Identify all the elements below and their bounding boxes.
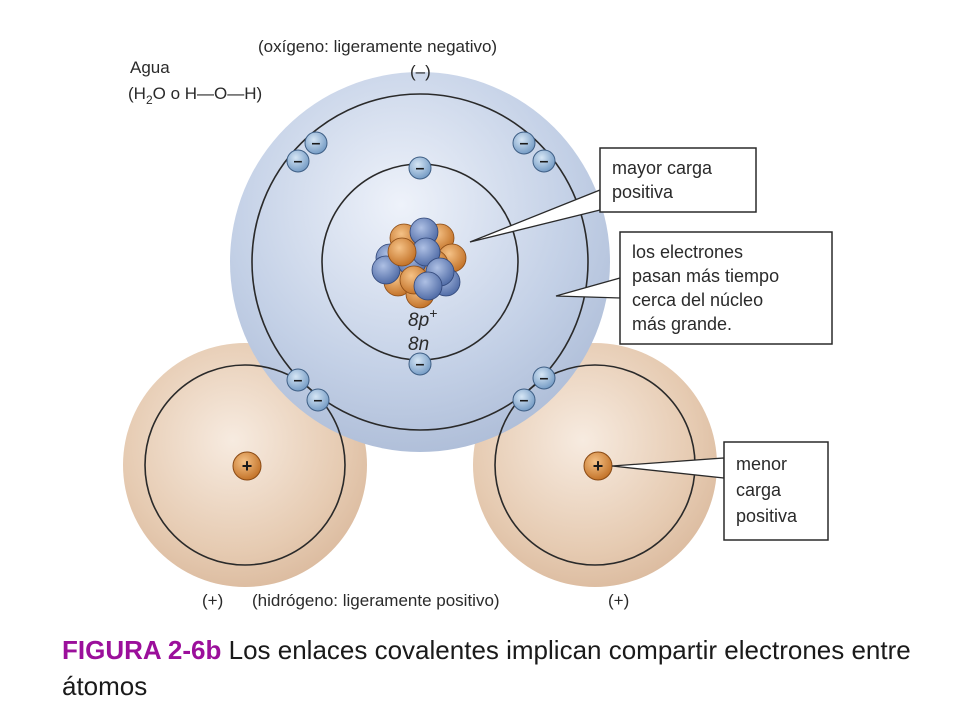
callout-lesser-charge-line-3: positiva — [736, 506, 798, 526]
electron-symbol: – — [294, 372, 303, 389]
water-formula: (H2O o H—O—H) — [128, 84, 262, 107]
electron: – — [306, 388, 330, 412]
electron: – — [532, 366, 556, 390]
electron-symbol: – — [416, 356, 425, 373]
callout-box-greater-charge — [599, 147, 757, 213]
proton-symbol: + — [242, 456, 253, 476]
electron-symbol: – — [520, 135, 529, 152]
electron-symbol: – — [314, 392, 323, 409]
callout-box-electrons-time — [619, 231, 833, 345]
proton — [387, 237, 417, 267]
callout-electrons-time-line-1: los electrones — [632, 242, 743, 262]
electron: – — [286, 149, 310, 173]
electron: – — [512, 388, 536, 412]
oxygen-note: (oxígeno: ligeramente negativo) — [258, 37, 497, 56]
callout-electrons-time-line-3: cerca del núcleo — [632, 290, 763, 310]
figure-caption: FIGURA 2-6b Los enlaces covalentes impli… — [62, 632, 942, 704]
electron-symbol: – — [520, 392, 529, 409]
callout-electrons-time-line-4: más grande. — [632, 314, 732, 334]
electron-symbol: – — [540, 370, 549, 387]
callout-lesser-charge-line-1: menor — [736, 454, 787, 474]
electron-symbol: – — [294, 153, 303, 170]
water-title: Agua — [130, 58, 170, 77]
electron-symbol: – — [540, 153, 549, 170]
oxygen-outer-shell — [251, 93, 589, 431]
hydrogen-charge-left: (+) — [202, 591, 223, 610]
callout-electrons-time-line-2: pasan más tiempo — [632, 266, 779, 286]
hydrogen-charge-right: (+) — [608, 591, 629, 610]
electron: – — [408, 156, 432, 180]
neutron — [413, 271, 443, 301]
electron: – — [304, 131, 328, 155]
proton-symbol: + — [593, 456, 604, 476]
electron: – — [512, 131, 536, 155]
electron-symbol: – — [312, 135, 321, 152]
callout-greater-charge-line-2: positiva — [612, 182, 674, 202]
electron-symbol: – — [416, 160, 425, 177]
figure-id: FIGURA 2-6b — [62, 635, 222, 665]
oxygen-nucleus — [371, 217, 467, 309]
hydrogen-note: (hidrógeno: ligeramente positivo) — [252, 591, 500, 610]
electron: – — [286, 368, 310, 392]
nucleus-protons-label: 8p+ — [408, 305, 437, 331]
caption-text: Los enlaces covalentes implican comparti… — [62, 635, 911, 701]
oxygen-charge: (–) — [410, 62, 431, 81]
callout-box-lesser-charge — [723, 441, 829, 541]
hydrogen-proton-left: + — [232, 451, 262, 481]
hydrogen-shell-left — [144, 364, 346, 566]
callout-greater-charge-line-1: mayor carga — [612, 158, 713, 178]
electron: – — [532, 149, 556, 173]
electron: – — [408, 352, 432, 376]
nucleus-neutrons-label: 8n — [408, 334, 429, 355]
hydrogen-proton-right: + — [583, 451, 613, 481]
electrons-group: –––––––––– — [286, 131, 556, 412]
callout-lesser-charge-line-2: carga — [736, 480, 782, 500]
